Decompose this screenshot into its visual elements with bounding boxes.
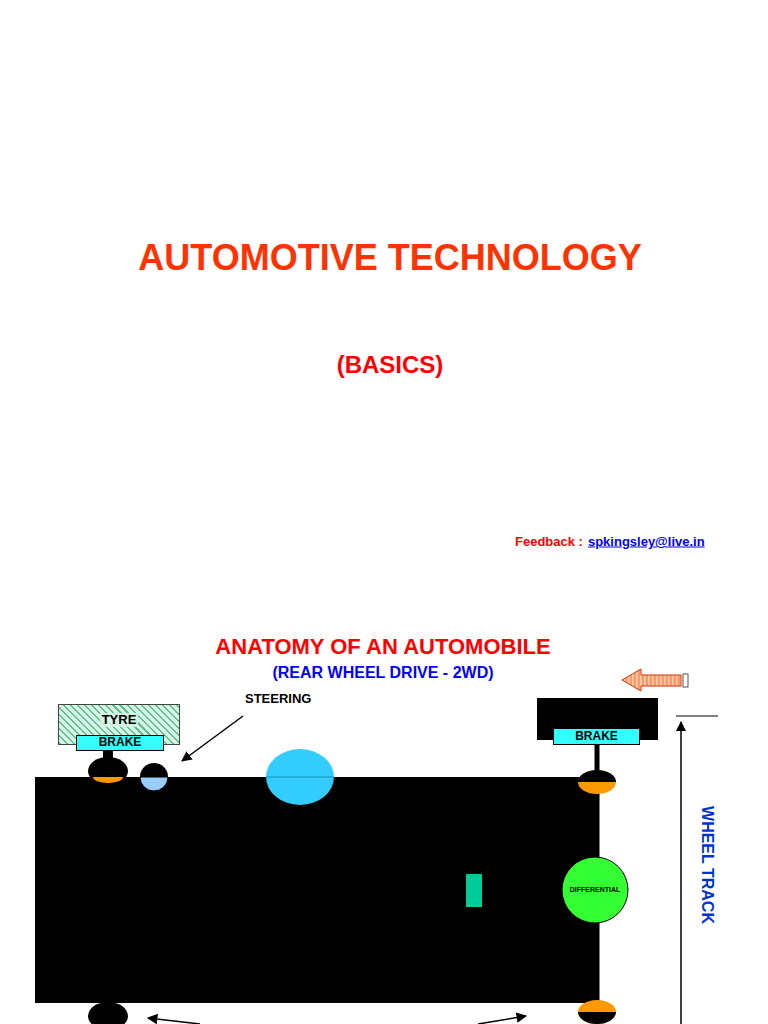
steering-joint (140, 763, 168, 777)
steering-joint (140, 777, 168, 791)
rear-hub (578, 1000, 616, 1024)
chassis (35, 777, 597, 1003)
email-link: spkingsley@live.in (588, 534, 705, 549)
direction-arrow (622, 669, 681, 691)
front-wheel-hub (88, 1002, 128, 1024)
engine-oval (266, 749, 334, 805)
slide-heading: ANATOMY OF AN AUTOMOBILE (215, 634, 550, 660)
dimension-label: WHEEL TRACK (698, 806, 716, 924)
rear-hub (578, 770, 616, 794)
brake-box: BRAKE (76, 735, 164, 751)
direction-arrow-cap (683, 674, 688, 687)
leader-line (148, 1018, 200, 1024)
front-wheel-hub (88, 757, 128, 785)
leader-line (478, 1016, 526, 1024)
node-text: DIFFERENTIAL (570, 886, 621, 894)
engine-oval-line (266, 777, 334, 778)
differential-shape (562, 857, 628, 923)
dimension-tick (676, 716, 718, 717)
hub-joint (93, 777, 123, 783)
dimension-line (680, 722, 682, 1024)
subtitle: (BASICS) (337, 351, 444, 379)
rear-hub-cap (578, 770, 616, 782)
node-text: TYRE (100, 713, 139, 727)
node-text: BRAKE (99, 736, 142, 749)
leader-line (182, 716, 243, 761)
tyre-box: TYREBRAKE (58, 704, 180, 745)
slide-subheading: (REAR WHEEL DRIVE - 2WD) (272, 664, 493, 682)
node-text: BRAKE (575, 730, 618, 743)
part-label: STEERING (245, 691, 311, 706)
differential-circle: DIFFERENTIAL (561, 856, 629, 924)
rear-hub-cap (578, 1012, 616, 1024)
brake-box: BRAKE (553, 728, 640, 745)
slide-title: AUTOMOTIVE TECHNOLOGY (138, 237, 641, 279)
feedback-label: Feedback : (515, 534, 583, 549)
shaft-joint (466, 874, 482, 907)
